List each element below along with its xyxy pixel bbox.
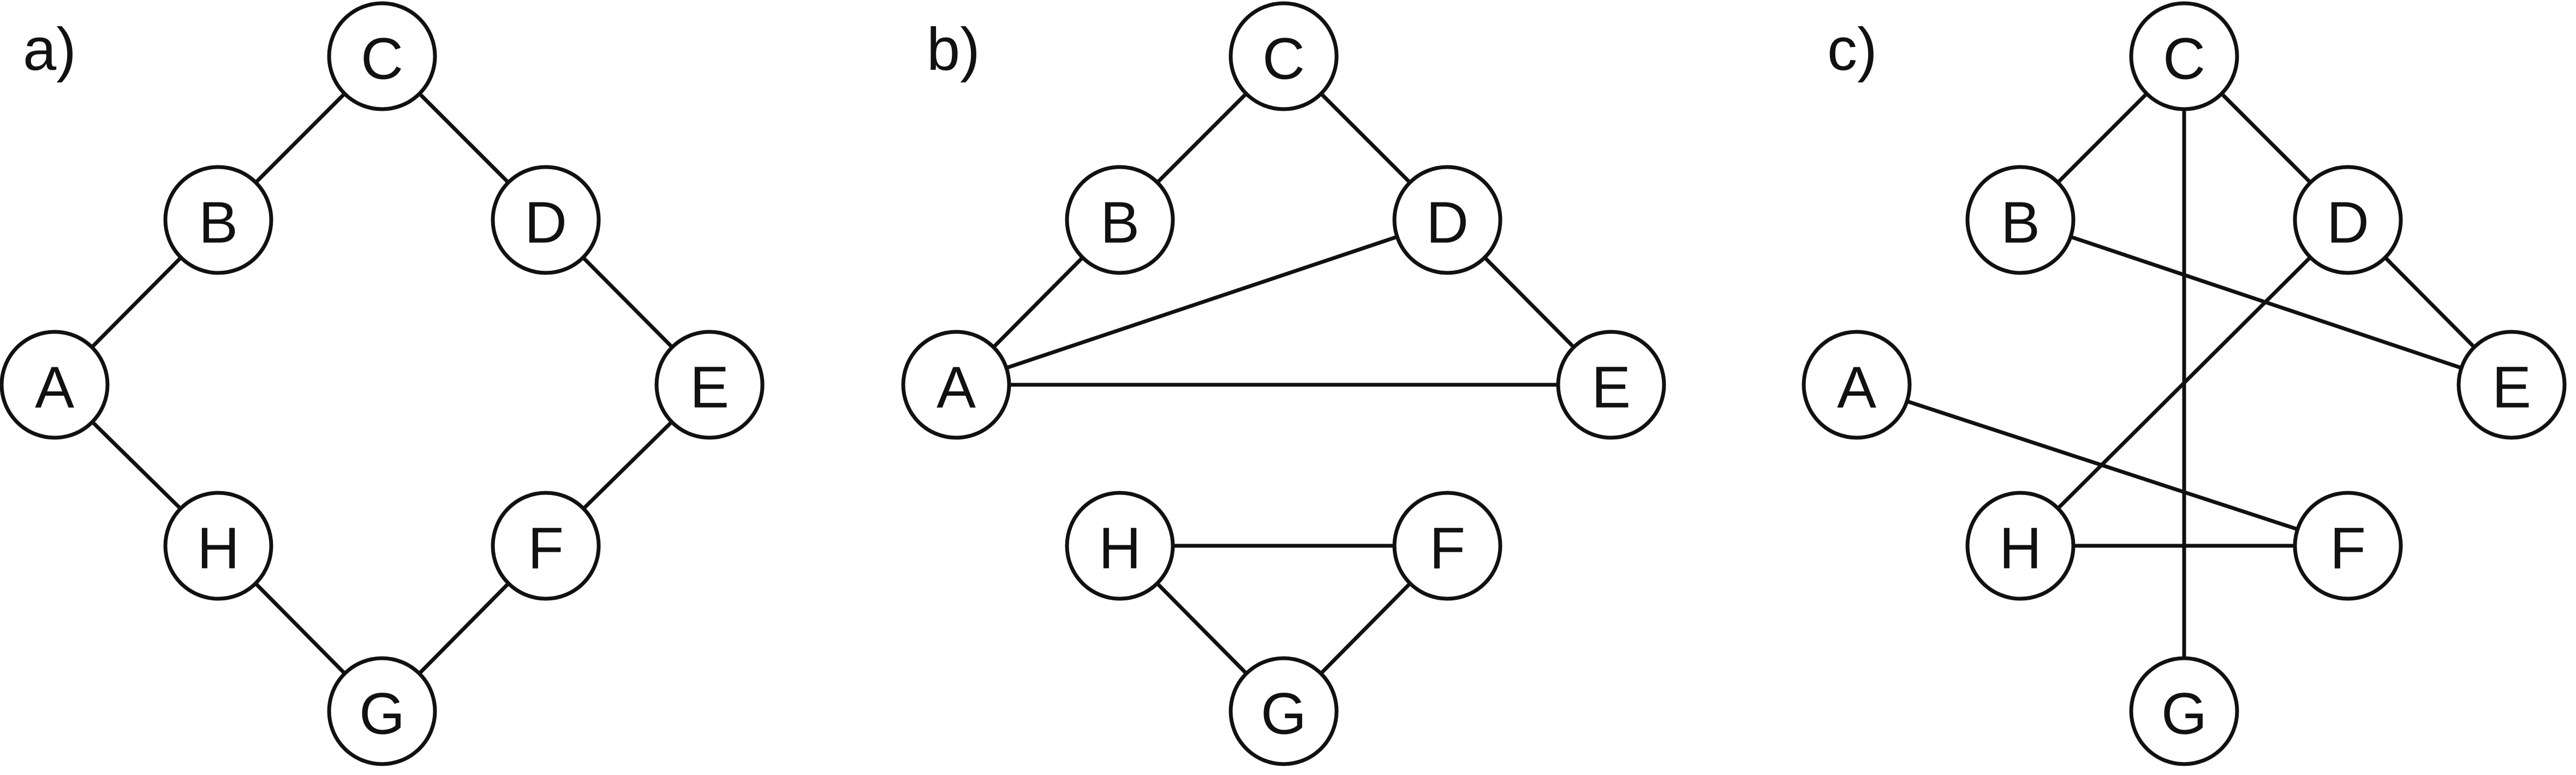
node-label: F (1429, 515, 1465, 581)
node-b-c: C (1229, 1, 1339, 111)
node-label: A (1837, 354, 1876, 420)
node-c-g: G (2129, 656, 2239, 766)
node-circle (163, 491, 273, 601)
node-circle (1229, 656, 1339, 766)
node-label: E (690, 354, 729, 420)
node-b-e: E (1556, 330, 1666, 440)
node-b-g: G (1229, 656, 1339, 766)
node-circle (2456, 330, 2567, 440)
node-circle (491, 165, 601, 275)
node-label: G (359, 681, 405, 747)
edge-b-a-d (954, 218, 1450, 387)
node-label: G (1261, 681, 1307, 747)
node-circle (327, 656, 437, 766)
node-c-c: C (2129, 1, 2239, 111)
panel-c-label: c) (1827, 16, 1877, 83)
panel-c-edges (1855, 54, 2514, 713)
edge-c-a-f (1855, 383, 2350, 548)
panel-b: b) A B C D E F G H (901, 1, 1666, 766)
panel-b-nodes: A B C D E F G H (901, 1, 1666, 766)
node-label: C (361, 26, 403, 92)
node-circle (654, 330, 765, 440)
node-b-h: H (1065, 491, 1175, 601)
node-label: H (1099, 515, 1141, 581)
node-b-d: D (1392, 165, 1502, 275)
node-circle (1065, 165, 1175, 275)
panel-a-edges (52, 54, 712, 713)
node-circle (1965, 491, 2076, 601)
panel-a-label: a) (23, 16, 76, 83)
node-label: A (937, 354, 976, 420)
node-b-a: A (901, 330, 1011, 440)
node-label: F (2330, 515, 2366, 581)
panel-b-edges (954, 54, 1613, 713)
node-c-e: E (2456, 330, 2567, 440)
node-a-g: G (327, 656, 437, 766)
panel-b-label: b) (927, 16, 980, 83)
node-a-b: B (163, 165, 273, 275)
node-circle (1065, 491, 1175, 601)
node-b-b: B (1065, 165, 1175, 275)
node-circle (327, 1, 437, 111)
node-label: B (2001, 189, 2040, 255)
node-circle (1965, 165, 2076, 275)
node-label: C (2163, 26, 2205, 92)
edge-c-d-h (2018, 218, 2350, 548)
node-label: G (2161, 681, 2207, 747)
node-c-a: A (1802, 330, 1912, 440)
node-circle (163, 165, 273, 275)
node-circle (1556, 330, 1666, 440)
node-circle (2129, 656, 2239, 766)
node-label: F (528, 515, 564, 581)
node-b-f: F (1392, 491, 1502, 601)
node-circle (491, 491, 601, 601)
node-circle (1392, 165, 1502, 275)
panel-a-nodes: A B C D E F G H (0, 1, 765, 766)
panel-c: c) A B C D E F G H (1802, 1, 2567, 766)
node-circle (2129, 1, 2239, 111)
node-c-f: F (2293, 491, 2403, 601)
node-a-e: E (654, 330, 765, 440)
node-label: E (2492, 354, 2531, 420)
node-circle (0, 330, 110, 440)
node-circle (2293, 491, 2403, 601)
node-c-b: B (1965, 165, 2076, 275)
node-label: D (524, 189, 567, 255)
node-label: D (1426, 189, 1469, 255)
node-a-f: F (491, 491, 601, 601)
node-label: B (199, 189, 238, 255)
node-label: E (1591, 354, 1631, 420)
node-label: H (197, 515, 240, 581)
node-label: D (2327, 189, 2369, 255)
node-circle (2293, 165, 2403, 275)
node-circle (901, 330, 1011, 440)
node-c-h: H (1965, 491, 2076, 601)
panel-a: a) A B C D E F G H (0, 1, 765, 766)
node-label: C (1262, 26, 1305, 92)
node-label: H (1999, 515, 2042, 581)
node-a-c: C (327, 1, 437, 111)
node-a-d: D (491, 165, 601, 275)
node-circle (1229, 1, 1339, 111)
node-circle (1392, 491, 1502, 601)
node-label: A (35, 354, 74, 420)
node-circle (1802, 330, 1912, 440)
node-a-h: H (163, 491, 273, 601)
node-c-d: D (2293, 165, 2403, 275)
panel-c-nodes: A B C D E F G H (1802, 1, 2567, 766)
node-a-a: A (0, 330, 110, 440)
node-label: B (1100, 189, 1140, 255)
